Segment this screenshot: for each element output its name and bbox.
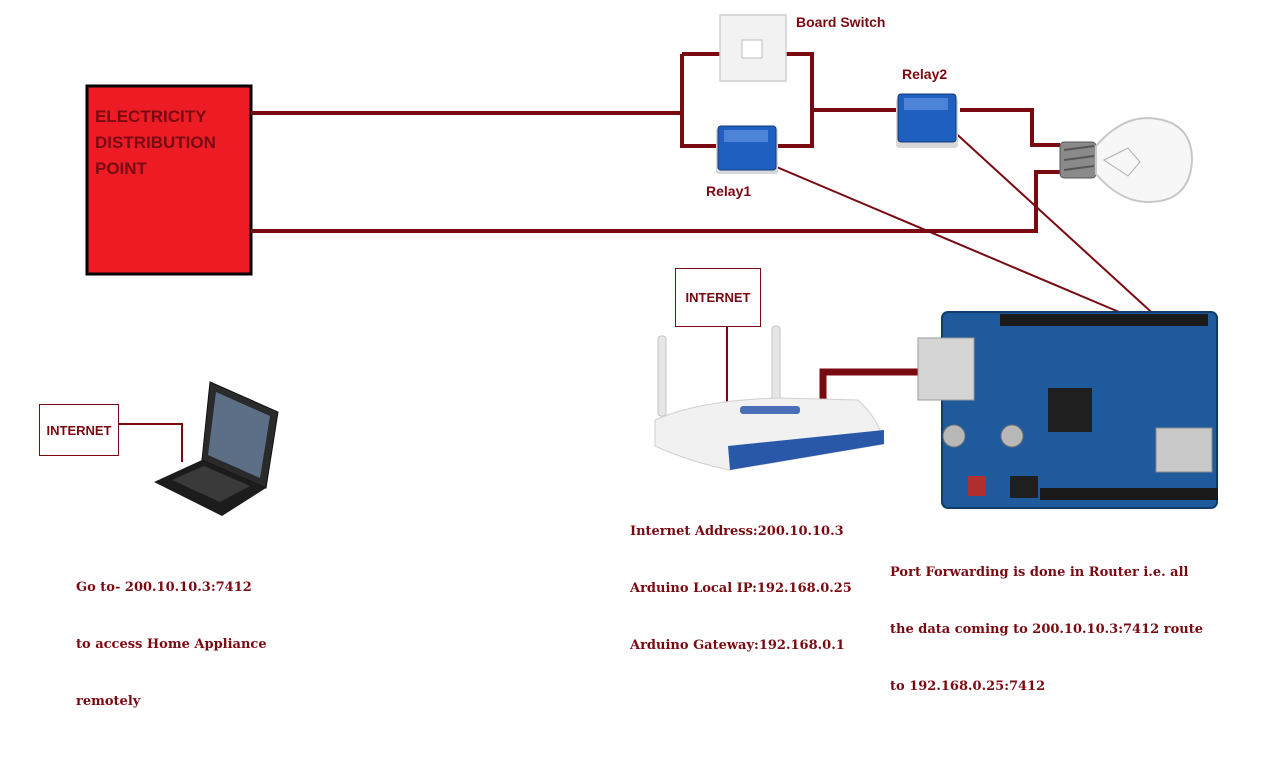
distribution-box	[85, 84, 253, 276]
laptop-caption: Go to- 200.10.10.3:7412 to access Home A…	[76, 540, 267, 749]
laptop-caption-line: remotely	[76, 694, 141, 709]
relay2-signal-wire	[949, 127, 1161, 321]
laptop-internet-label: INTERNET	[46, 422, 112, 438]
arduino-board	[917, 311, 1218, 509]
relay1-device	[716, 125, 778, 174]
router-caption-line: Arduino Local IP:192.168.0.25	[630, 581, 852, 596]
router-caption-line: Arduino Gateway:192.168.0.1	[630, 638, 845, 653]
relay1-signal-wire	[759, 159, 1139, 321]
power-wires	[251, 52, 1060, 233]
board-switch[interactable]	[719, 14, 787, 82]
laptop-internet-box: INTERNET	[39, 404, 119, 456]
arduino-caption-line: Port Forwarding is done in Router i.e. a…	[890, 565, 1189, 580]
laptop-caption-line: Go to- 200.10.10.3:7412	[76, 580, 252, 595]
laptop-wire	[118, 423, 183, 462]
board-switch-label: Board Switch	[796, 14, 886, 30]
router-arduino-cable	[819, 368, 922, 402]
light-bulb-icon	[1059, 116, 1194, 204]
wifi-router-icon	[654, 325, 885, 471]
relay2-label: Relay2	[902, 66, 948, 82]
signal-wires	[118, 127, 1161, 462]
relay1-label: Relay1	[706, 183, 752, 199]
arduino-caption-line: the data coming to 200.10.10.3:7412 rout…	[890, 622, 1203, 637]
lamp-feed-wire	[960, 108, 1060, 147]
laptop-caption-line: to access Home Appliance	[76, 637, 267, 652]
laptop-icon	[154, 381, 279, 516]
router-internet-box: INTERNET	[675, 268, 761, 327]
switch-right-wire	[778, 52, 814, 148]
distribution-point-label: ELECTRICITY DISTRIBUTION POINT	[95, 107, 216, 178]
router-caption: Internet Address:200.10.10.3 Arduino Loc…	[630, 484, 852, 693]
router-internet-label: INTERNET	[685, 290, 751, 305]
arduino-caption-line: to 192.168.0.25:7412	[890, 679, 1046, 694]
neutral-wire	[251, 170, 1060, 233]
arduino-caption: Port Forwarding is done in Router i.e. a…	[890, 525, 1203, 734]
parallel-left-wire	[680, 54, 722, 148]
router-caption-line: Internet Address:200.10.10.3	[630, 524, 844, 539]
relay2-device	[896, 93, 958, 148]
